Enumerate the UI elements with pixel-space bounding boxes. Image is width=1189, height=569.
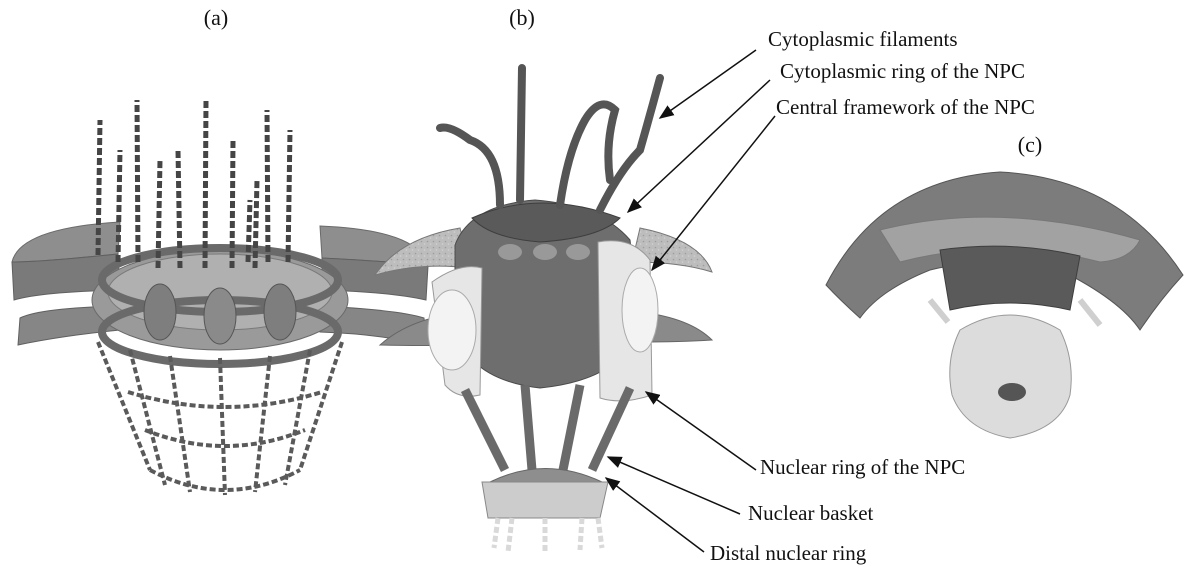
callout-label: Cytoplasmic ring of the NPC <box>780 59 1025 83</box>
callout-label: Central framework of the NPC <box>776 95 1035 119</box>
callout-nuclear-ring: Nuclear ring of the NPC <box>646 392 965 479</box>
callout-label: Cytoplasmic filaments <box>768 27 958 51</box>
panel-c-npc-tomogram <box>826 172 1183 438</box>
panel-a-npc-model <box>12 100 428 495</box>
callout-label: Nuclear ring of the NPC <box>760 455 965 479</box>
panel-label-c: (c) <box>1018 132 1042 157</box>
panel-label-a: (a) <box>204 5 228 30</box>
callout-label: Nuclear basket <box>748 501 874 525</box>
panel-label-b: (b) <box>509 5 535 30</box>
callout-label: Distal nuclear ring <box>710 541 867 565</box>
